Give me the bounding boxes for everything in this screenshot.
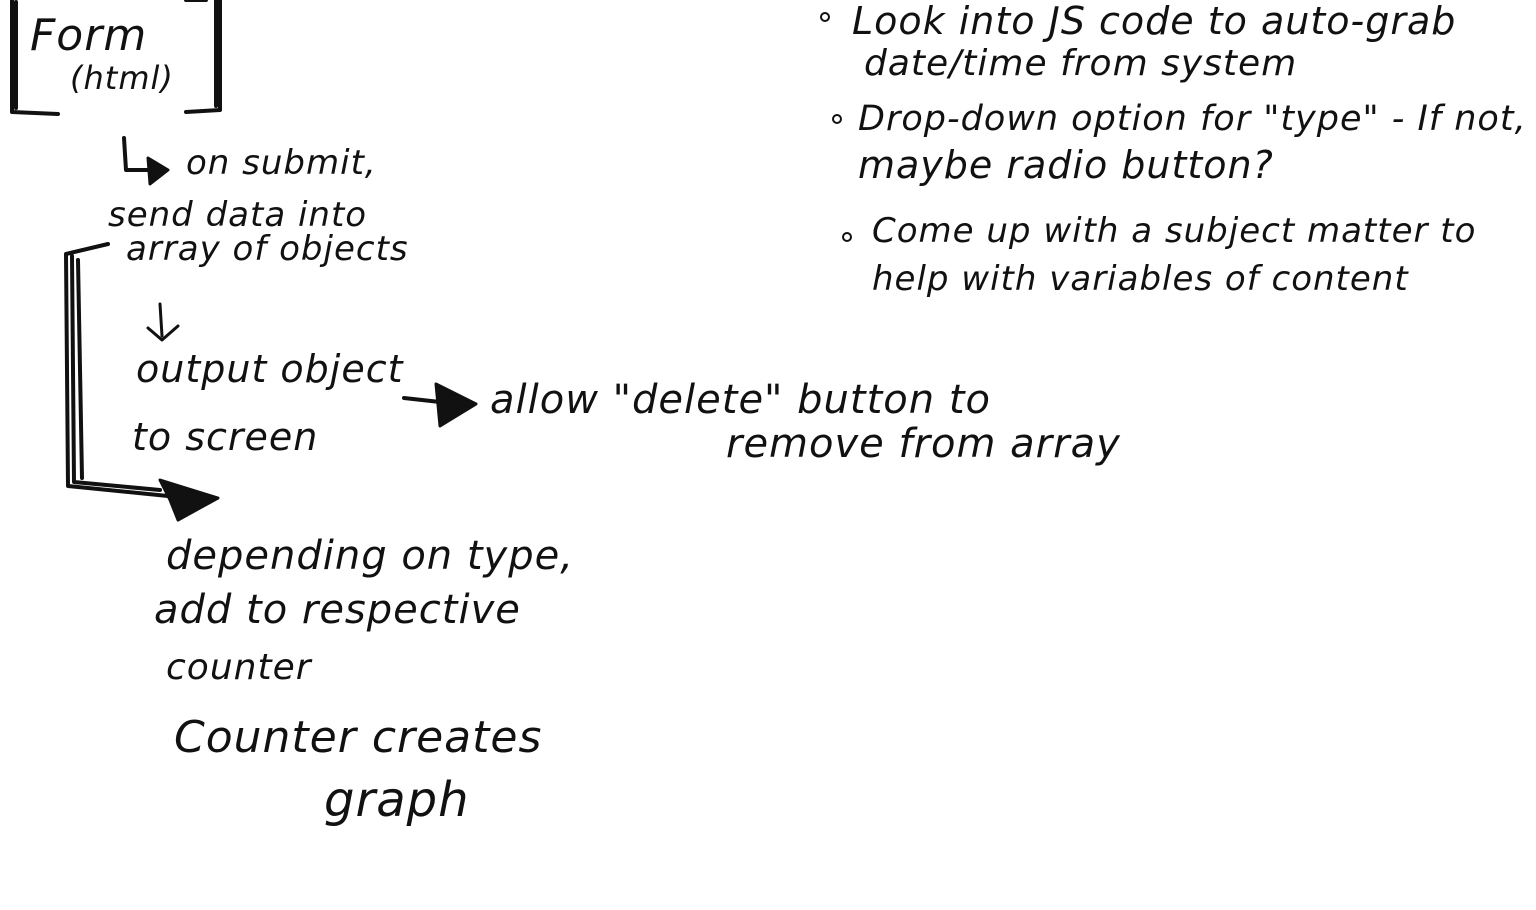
arrow-output-to-delete-head — [434, 382, 478, 428]
bracket-loop-arrow-head — [158, 478, 220, 522]
arrow-array-to-output-head — [146, 324, 180, 342]
form-box-outline — [10, 0, 222, 116]
step-counter-line-2: add to respective — [154, 587, 521, 633]
note-3-bullet-icon — [842, 232, 852, 242]
arrow-array-to-output — [158, 302, 164, 338]
step-submit-line-3: array of objects — [126, 229, 409, 269]
step-counter-line-3: counter — [166, 647, 312, 688]
arrow-form-to-submit — [122, 136, 152, 172]
note-2-line-1: Drop-down option for "type" - If not, — [858, 99, 1527, 139]
note-3-line-2: help with variables of content — [872, 259, 1409, 299]
step-submit-line-2: send data into — [108, 195, 368, 235]
step-counter-line-1: depending on type, — [166, 533, 574, 579]
step-submit-line-1: on submit, — [186, 143, 377, 183]
delete-note-line-2: remove from array — [726, 421, 1121, 467]
form-title: Form — [30, 10, 148, 61]
step-output-line-2: to screen — [132, 415, 319, 459]
step-graph-line-1: Counter creates — [174, 712, 543, 763]
note-1-line-1: Look into JS code to auto-grab — [852, 0, 1457, 43]
note-1-bullet-icon — [820, 12, 830, 22]
delete-note-line-1: allow "delete" button to — [490, 377, 991, 423]
note-2-line-2: maybe radio button? — [858, 143, 1274, 187]
arrow-form-to-submit-head — [146, 156, 170, 186]
arrow-output-to-delete — [402, 396, 442, 404]
form-subtitle: (html) — [70, 59, 174, 97]
bracket-loop-to-counter — [64, 242, 170, 498]
note-2-bullet-icon — [832, 114, 842, 124]
step-graph-line-2: graph — [324, 772, 470, 828]
note-1-line-2: date/time from system — [864, 43, 1298, 84]
note-3-line-1: Come up with a subject matter to — [872, 211, 1477, 251]
step-output-line-1: output object — [136, 347, 404, 391]
